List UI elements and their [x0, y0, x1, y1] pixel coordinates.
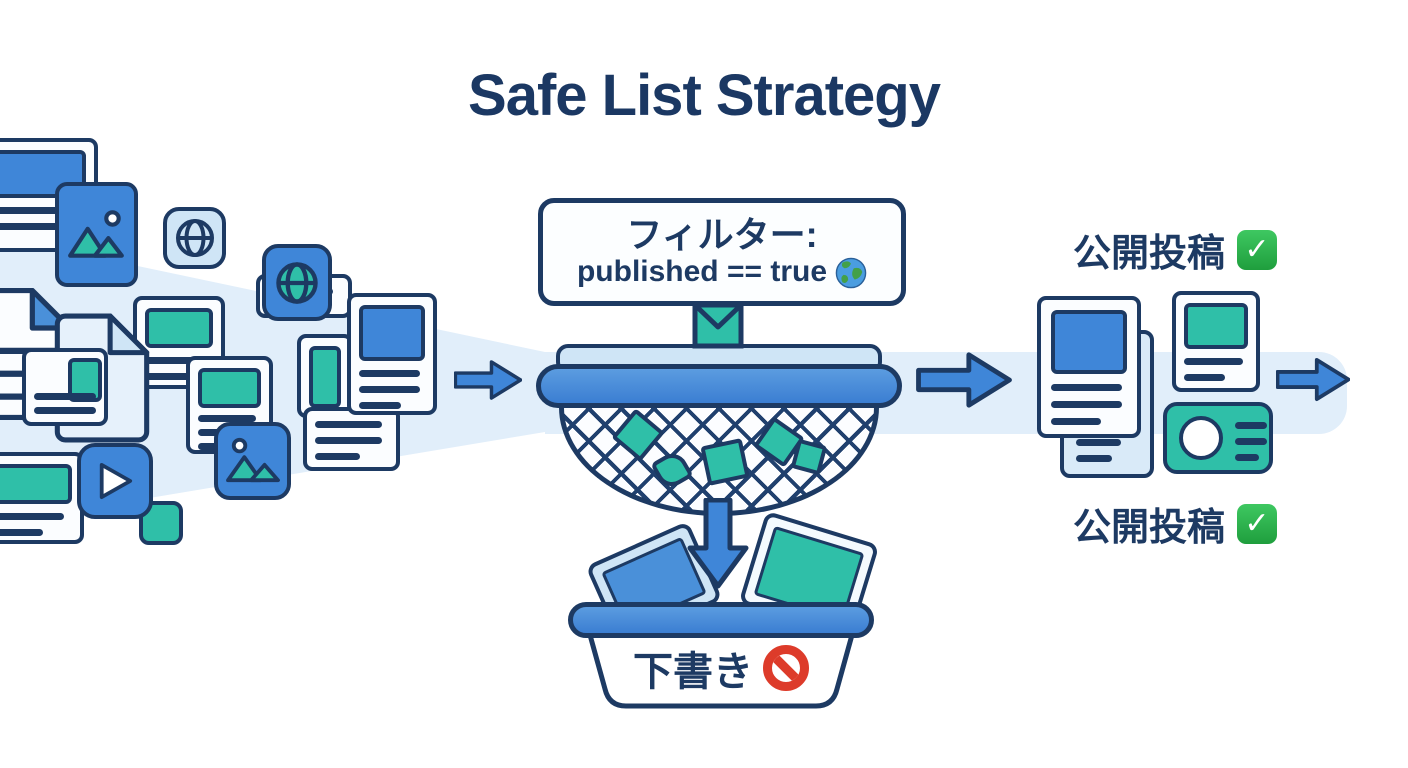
filter-condition-text: published == true [576, 255, 828, 289]
video-play-icon [77, 443, 153, 519]
avatar [1179, 416, 1223, 460]
post-card-icon [297, 334, 353, 418]
check-mark-emoji-icon: ✓ [1237, 503, 1277, 544]
callout-pointer [692, 303, 744, 349]
down-arrow-icon [687, 498, 749, 589]
mountains-sun-icon [225, 437, 280, 483]
mountains-sun-icon [67, 209, 124, 258]
globe-icon [175, 219, 214, 257]
check-mark-emoji-icon: ✓ [1237, 229, 1277, 270]
published-post-card-icon [1037, 296, 1141, 438]
basket-label: 下書き [584, 640, 858, 696]
published-post-card-icon [1172, 291, 1260, 392]
globe-app-icon [163, 207, 226, 269]
filtered-item [700, 438, 750, 486]
play-icon [99, 462, 133, 500]
published-label-text: 公開投稿 [1072, 233, 1225, 275]
globe-icon [276, 261, 318, 304]
right-arrow-icon [916, 352, 1012, 408]
globe-emoji-icon [835, 257, 867, 288]
filter-condition: published == true [577, 255, 867, 290]
sieve-rim-bar [536, 364, 902, 408]
text-card-icon [303, 407, 400, 471]
basket-label-text: 下書き [633, 650, 753, 694]
published-label-text: 公開投稿 [1072, 507, 1225, 549]
filtered-item [611, 408, 665, 462]
basket-rim [568, 602, 874, 638]
published-label-bottom: 公開投稿 ✓ [1025, 496, 1325, 551]
right-arrow-icon [454, 360, 522, 400]
published-label-top: 公開投稿 ✓ [1025, 222, 1325, 277]
media-folder-icon [22, 348, 108, 426]
image-post-icon [55, 182, 138, 287]
post-card-icon [0, 452, 84, 544]
post-card-icon [347, 293, 437, 415]
filter-label-jp: フィルター: [626, 214, 818, 256]
globe-app-icon [262, 244, 332, 321]
filtered-item [650, 448, 694, 492]
page-title: Safe List Strategy [468, 63, 941, 128]
prohibited-emoji-icon [763, 645, 809, 691]
filter-callout: フィルター: published == true [538, 198, 906, 306]
profile-card-icon [1163, 402, 1273, 474]
right-arrow-icon [1276, 357, 1350, 402]
image-app-icon [214, 422, 291, 500]
filtered-item [790, 438, 828, 476]
